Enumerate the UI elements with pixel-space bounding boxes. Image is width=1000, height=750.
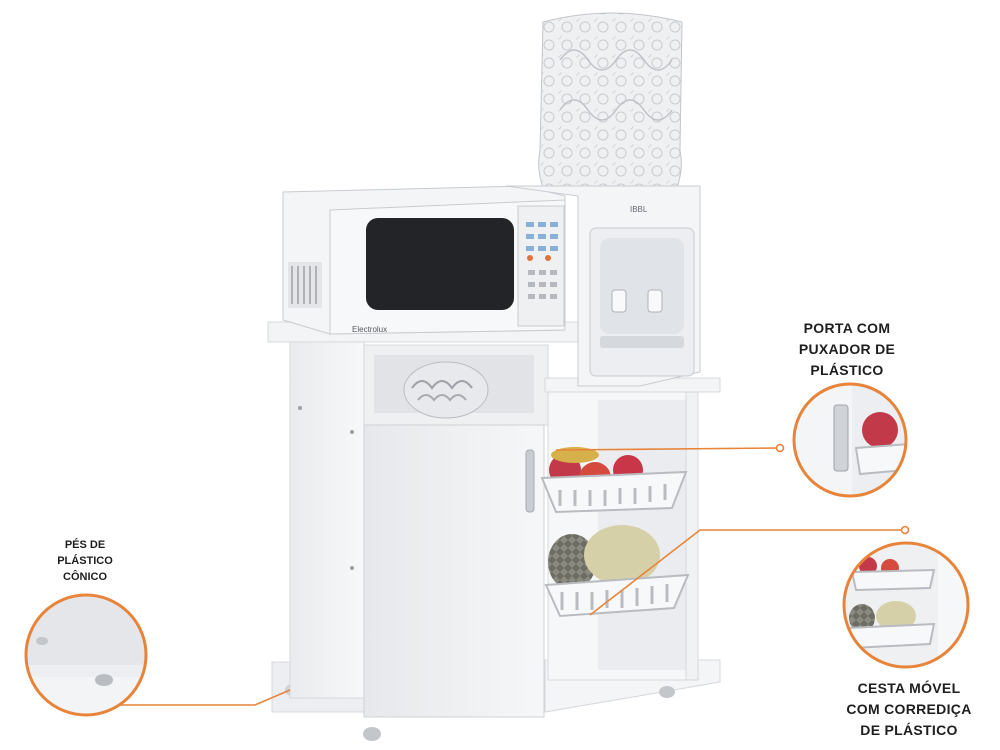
callout-line: PLÁSTICO [810, 362, 884, 378]
callout-line: DE PLÁSTICO [860, 722, 958, 738]
cabinet-door [363, 424, 545, 718]
glass-bowl [403, 361, 489, 419]
door-handle [525, 449, 535, 513]
microwave-window [366, 218, 514, 310]
water-dispenser: IBBL [505, 12, 701, 387]
kitchen-cabinet [267, 321, 721, 741]
zoom-circle-basket [842, 541, 970, 669]
callout-line: COM CORREDIÇA [846, 701, 972, 717]
callout-line: PLÁSTICO [57, 555, 113, 567]
lace-bottle-cover [538, 12, 683, 191]
callout-label-door-handle: PORTA COM PUXADOR DE PLÁSTICO [778, 318, 916, 381]
callout-label-basket: CESTA MÓVEL COM CORREDIÇA DE PLÁSTICO [830, 678, 988, 741]
callout-lines [86, 443, 910, 706]
zoom-circle-feet [24, 593, 148, 717]
callout-line: CESTA MÓVEL [857, 680, 961, 696]
fruit-basket-bottom [544, 525, 690, 618]
microwave: Electrolux [282, 185, 566, 335]
zoom-circle-door-handle [792, 382, 908, 498]
callout-line: CÔNICO [63, 571, 107, 583]
fruit-basket-top [540, 447, 688, 514]
dispenser-brand-logo: IBBL [630, 205, 648, 214]
callout-label-feet: PÉS DE PLÁSTICO CÔNICO [35, 537, 135, 585]
callout-line: PORTA COM [803, 320, 891, 336]
callout-line: PÉS DE [64, 539, 106, 551]
callout-line: PUXADOR DE [798, 341, 896, 357]
microwave-brand-logo: Electrolux [352, 325, 387, 334]
